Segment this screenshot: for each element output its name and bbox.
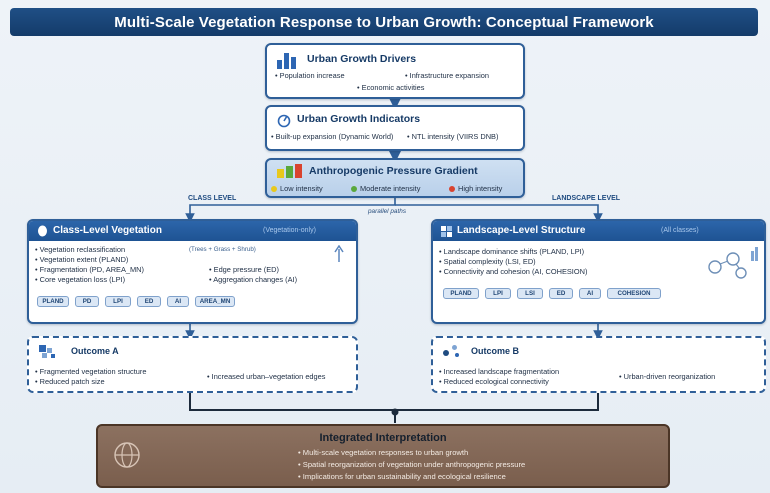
land-metrics: PLAND LPI LSI ED AI COHESION <box>443 288 661 299</box>
land-panel-title: Landscape-Level Structure <box>457 225 586 236</box>
title-bar: Multi-Scale Vegetation Response to Urban… <box>10 8 758 36</box>
pressure-level-moderate: Moderate intensity <box>351 184 420 193</box>
land-item: • Connectivity and cohesion (AI, COHESIO… <box>439 267 588 276</box>
pressure-level-low: Low intensity <box>271 184 323 193</box>
page-title: Multi-Scale Vegetation Response to Urban… <box>114 13 654 31</box>
metric-chip: AI <box>167 296 189 307</box>
outcome-a-item: • Reduced patch size <box>35 377 105 386</box>
scatter-icon <box>443 345 461 359</box>
indicator-item: • Built-up expansion (Dynamic World) <box>271 132 394 141</box>
metric-chip: COHESION <box>607 288 661 299</box>
class-panel-tag: (Vegetation-only) <box>263 227 316 234</box>
outcome-a-item: • Fragmented vegetation structure <box>35 367 147 376</box>
landscape-level-label: LANDSCAPE LEVEL <box>552 195 621 202</box>
leaf-icon <box>38 225 47 237</box>
outcome-b-title: Outcome B <box>471 346 520 356</box>
land-panel-tag: (All classes) <box>661 227 699 234</box>
bar-chart-icon <box>277 53 299 69</box>
moderate-dot-icon <box>351 185 357 192</box>
metric-chip: LPI <box>105 296 131 307</box>
driver-item: • Population increase <box>275 71 345 80</box>
pressure-title: Anthropogenic Pressure Gradient <box>309 165 478 177</box>
class-level-panel: Class-Level Vegetation (Vegetation-only)… <box>27 219 358 324</box>
drivers-title: Urban Growth Drivers <box>307 53 417 65</box>
metric-chip: AREA_MN <box>195 296 235 307</box>
network-icon <box>708 247 758 279</box>
up-arrow-icon <box>334 245 344 262</box>
indicators-title: Urban Growth Indicators <box>297 113 421 125</box>
class-item: • Core vegetation loss (LPI) <box>35 275 126 284</box>
class-level-label: CLASS LEVEL <box>188 195 237 202</box>
high-dot-icon <box>449 185 455 192</box>
fragment-icon <box>39 345 57 359</box>
class-item: • Edge pressure (ED) <box>209 265 279 274</box>
gauge-icon <box>277 114 291 128</box>
outcome-a-box: Outcome A • Fragmented vegetation struct… <box>27 336 358 393</box>
land-item: • Landscape dominance shifts (PLAND, LPI… <box>439 247 585 256</box>
class-note: (Trees + Grass + Shrub) <box>189 246 256 253</box>
globe-icon <box>114 442 140 468</box>
indicators-box: Urban Growth Indicators • Built-up expan… <box>265 105 525 151</box>
metric-chip: ED <box>137 296 161 307</box>
outcome-b-box: Outcome B • Increased landscape fragment… <box>431 336 766 393</box>
driver-item: • Infrastructure expansion <box>405 71 489 80</box>
pressure-gradient-box: Anthropogenic Pressure Gradient Low inte… <box>265 158 525 198</box>
landscape-level-panel: Landscape-Level Structure (All classes) … <box>431 219 766 324</box>
indicator-item: • NTL intensity (VIIRS DNB) <box>407 132 499 141</box>
low-dot-icon <box>271 185 277 192</box>
outcome-b-item: • Increased landscape fragmentation <box>439 367 560 376</box>
class-metrics: PLAND PD LPI ED AI AREA_MN <box>37 296 235 307</box>
class-item: • Fragmentation (PD, AREA_MN) <box>35 265 144 274</box>
class-panel-title: Class-Level Vegetation <box>53 225 162 236</box>
drivers-box: Urban Growth Drivers • Population increa… <box>265 43 525 99</box>
grid-icon <box>441 226 452 237</box>
integrated-interpretation-box: Integrated Interpretation • Multi-scale … <box>96 424 670 488</box>
pressure-level-high: High intensity <box>449 184 502 193</box>
metric-chip: AI <box>579 288 601 299</box>
integrated-title: Integrated Interpretation <box>319 432 447 444</box>
integrated-item: • Implications for urban sustainability … <box>298 472 506 481</box>
driver-item: • Economic activities <box>357 83 425 92</box>
class-item: • Vegetation extent (PLAND) <box>35 255 129 264</box>
integrated-item: • Multi-scale vegetation responses to ur… <box>298 448 469 457</box>
metric-chip: PLAND <box>37 296 69 307</box>
metric-chip: PLAND <box>443 288 479 299</box>
outcome-a-title: Outcome A <box>71 346 119 356</box>
parallel-paths-note: parallel paths <box>368 208 407 215</box>
class-item: • Vegetation reclassification <box>35 245 126 254</box>
outcome-a-item: • Increased urban–vegetation edges <box>207 372 326 381</box>
metric-chip: ED <box>549 288 573 299</box>
class-panel-header: Class-Level Vegetation (Vegetation-only) <box>29 221 356 241</box>
metric-chip: LPI <box>485 288 511 299</box>
metric-chip: PD <box>75 296 99 307</box>
metric-chip: LSI <box>517 288 543 299</box>
outcome-b-item: • Reduced ecological connectivity <box>439 377 549 386</box>
integrated-item: • Spatial reorganization of vegetation u… <box>298 460 526 469</box>
land-item: • Spatial complexity (LSI, ED) <box>439 257 536 266</box>
pressure-icon <box>277 164 303 178</box>
outcome-b-item: • Urban-driven reorganization <box>619 372 716 381</box>
class-item: • Aggregation changes (AI) <box>209 275 298 284</box>
land-panel-header: Landscape-Level Structure (All classes) <box>433 221 764 241</box>
